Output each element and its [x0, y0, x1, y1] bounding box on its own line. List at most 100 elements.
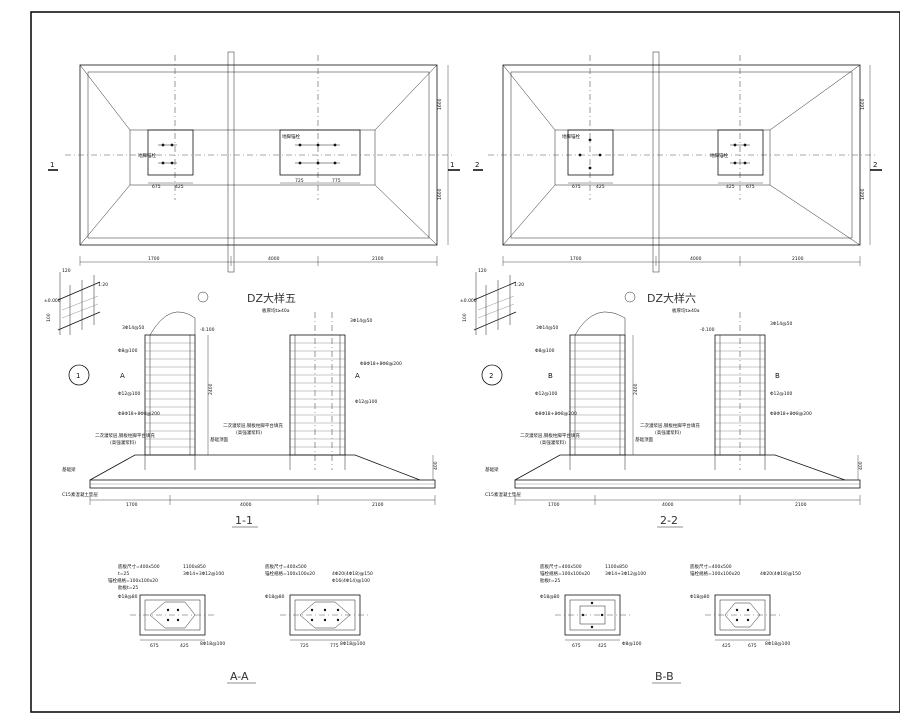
bolts-left-b: [295, 143, 340, 165]
sec1-dim-3: 2100: [372, 502, 384, 508]
aa-plate4: 肋板t=25: [118, 584, 138, 591]
bolts-right-b: [730, 143, 750, 165]
main-rebar-r: Φ8Φ18+8Φ8@200: [360, 361, 402, 367]
bb-plate4: 肋板t=25: [540, 577, 560, 584]
section-label-b-b: B-B: [655, 670, 674, 683]
ab-plate3: 锚栓规格=100x100x20: [265, 570, 315, 577]
aa-dim-b: 425: [180, 643, 189, 649]
detail-left-slope: 1:20: [98, 282, 108, 288]
bb-col2: 3Φ14+3Φ12@100: [605, 571, 646, 577]
detail-right-elev: ±0.000: [460, 298, 477, 304]
title-dz6: DZ大样六: [647, 291, 696, 305]
sec1-dim-1: 1700: [126, 502, 138, 508]
aa-anchor: Φ18@80: [118, 594, 138, 600]
elev-2: -0.100: [700, 327, 715, 333]
plan-left-dim-a: 675: [152, 184, 161, 190]
stirrup-l: Φ8@100: [118, 348, 138, 354]
plan-left-dim-d: 775: [332, 178, 341, 184]
ab-anchor: Φ18@80: [265, 594, 285, 600]
base-layer-r: C15素混凝土垫层: [485, 491, 521, 498]
grout-c2-2: (高强灌浆料): [655, 429, 681, 436]
cut-a-l: A: [120, 372, 125, 380]
height-dim-r: 2400: [633, 383, 639, 395]
rebar-top-l: 3Φ14@50: [122, 325, 144, 331]
plan-left-dim-b: 425: [175, 184, 184, 190]
rebar-top-r2: 3Φ14@50: [770, 321, 792, 327]
plan-right-cut-1: 2: [475, 161, 479, 169]
detail-right-slope: 1:20: [514, 282, 524, 288]
detail-right: 120 1:20 ±0.000 100 2: [460, 268, 524, 386]
bb-col1: 1100x850: [605, 564, 628, 570]
plan-a-a: 底板尺寸=400x500 t=25 锚栓规格=100x100x20 肋板t=25…: [108, 563, 373, 684]
bb2-bolt: 8Φ18@100: [765, 641, 790, 647]
aa-plate2: t=25: [118, 571, 129, 577]
aa-dim-a: 675: [150, 643, 159, 649]
plan-left-bolt-label: 地脚锚栓: [138, 152, 156, 159]
rebar-mid-r: Φ12@100: [355, 399, 377, 405]
stirrups-left-col-2: [570, 342, 625, 448]
sec2-dim-3: 2100: [795, 502, 807, 508]
main-rebar-l: Φ8Φ18+8Φ8@200: [118, 411, 160, 417]
bb2-dim-a: 675: [748, 643, 757, 649]
bolts-right-a: [578, 138, 602, 170]
bb-anchor: Φ18@80: [540, 594, 560, 600]
note-dz5: 板厚均t≥40a: [262, 307, 290, 314]
rebar-top-r: 3Φ14@50: [350, 318, 372, 324]
bb2-plate3: 锚栓规格=100x100x20: [690, 570, 740, 577]
aa-col1: 1100x850: [183, 564, 206, 570]
section-label-2-2: 2-2: [660, 514, 678, 527]
plan-right-dim-a: 675: [572, 184, 581, 190]
base-slab-l: 基础顶面: [210, 436, 228, 443]
bb-dim-b: 425: [598, 643, 607, 649]
detail-right-dim: 120: [478, 268, 487, 274]
drawing-border: [30, 11, 900, 713]
detail-left-dim: 120: [62, 268, 71, 274]
main-rebar-r2: Φ8Φ18+8Φ8@200: [770, 411, 812, 417]
aa-plate3: 锚栓规格=100x100x20: [108, 577, 158, 584]
grout-c-2: (高强灌浆料): [236, 429, 262, 436]
bolts-left-a: [158, 143, 177, 165]
plan-left-cut-1: 1: [50, 161, 54, 169]
base-note-l: 基础梁: [62, 466, 76, 473]
aa-col2: 3Φ14+3Φ12@100: [183, 571, 224, 577]
ab-col5: Φ16(4Φ14)@100: [332, 578, 370, 584]
note-dz6: 板厚均t≥40a: [672, 307, 700, 314]
grout-l2: 二次灌浆层,钢板柱脚平台填充: [520, 432, 580, 439]
aa-plate1: 底板尺寸=400x500: [118, 563, 160, 570]
title-dz5: DZ大样五: [247, 291, 296, 305]
sec2-dim-1: 1700: [548, 502, 560, 508]
bb-plate1: 底板尺寸=400x500: [540, 563, 582, 570]
bb2-col4: 4Φ20(4Φ18)@150: [760, 571, 801, 577]
plan-right-dim-1: 1700: [570, 256, 582, 262]
sec1-dim-2: 4000: [240, 502, 252, 508]
plan-right-dim-2: 4000: [690, 256, 702, 262]
section-label-a-a: A-A: [230, 670, 249, 683]
cut-b-l: B: [548, 372, 553, 380]
cut-a-r: A: [355, 372, 360, 380]
plan-right-bolt-label-2: 地脚锚栓: [710, 152, 728, 159]
plan-right: 地脚锚栓 地脚锚栓 1700 4000 2100 675 425 425 675…: [473, 51, 882, 273]
base-dim-l: 400: [433, 461, 439, 470]
aa-bolt: 8Φ18@100: [200, 641, 225, 647]
grout-l: 二次灌浆层,钢板柱脚平台填充: [95, 432, 155, 439]
plan-left-dim-v1: 1600: [437, 98, 443, 110]
ab-bolt: 8Φ18@100: [340, 641, 365, 647]
grout-c2: 二次灌浆层,钢板柱脚平台填充: [640, 422, 700, 429]
ab-dim-c: 725: [300, 643, 309, 649]
plan-left-dim-v2: 1600: [437, 188, 443, 200]
plan-right-dim-3: 2100: [792, 256, 804, 262]
plan-left-dim-3: 2100: [372, 256, 384, 262]
main-rebar-l2: Φ8Φ18+8Φ8@200: [535, 411, 577, 417]
detail-right-dim-2: 100: [462, 313, 468, 322]
section-1-1: DZ大样五 板厚均t≥40a: [62, 291, 439, 528]
stirrups-right-col-2: [715, 342, 765, 448]
sec2-dim-2: 4000: [662, 502, 674, 508]
rebar-mid-l2: Φ12@100: [535, 391, 557, 397]
base-dim-r: 400: [858, 461, 864, 470]
bb2-anchor: Φ18@80: [690, 594, 710, 600]
plan-right-dim-v1: 1600: [860, 98, 866, 110]
plan-left-dim-1: 1700: [148, 256, 160, 262]
detail-right-marker: 2: [489, 372, 493, 380]
stirrups-left-col: [145, 342, 195, 448]
section-2-2: DZ大样六 板厚均t≥40a: [485, 291, 864, 528]
